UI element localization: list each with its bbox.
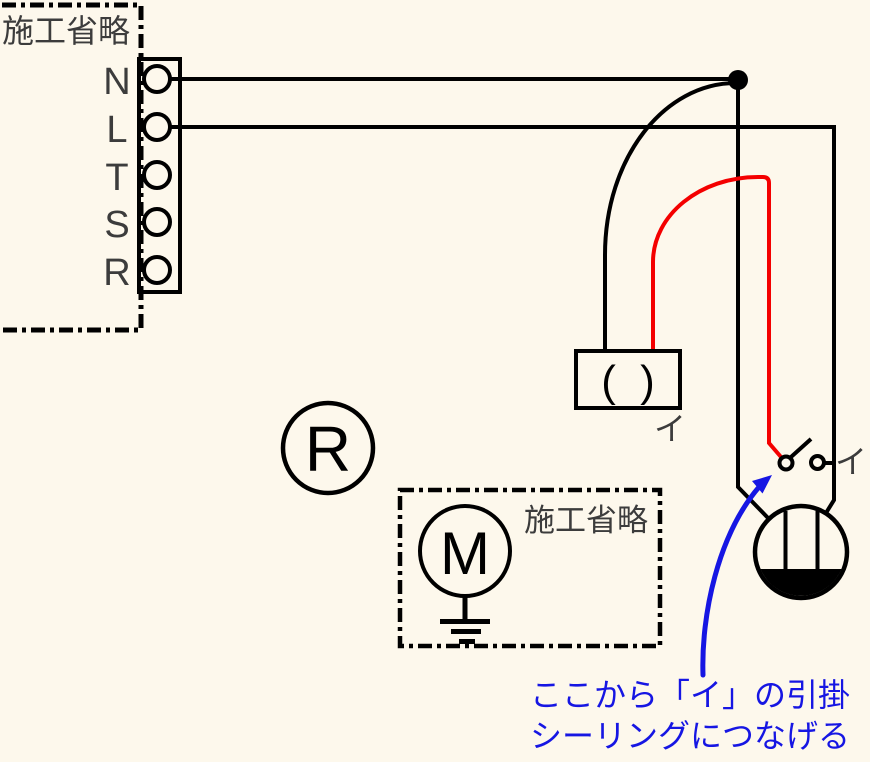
terminal-circle-r [142, 255, 172, 285]
terminal-label-s: S [104, 204, 129, 246]
lamp-receptacle-letter: R [305, 413, 351, 485]
ceiling-light-bars [783, 511, 820, 569]
terminal-label-l: L [106, 109, 127, 151]
junction-to-rose-wire [603, 81, 737, 351]
ceiling-rose-box [574, 349, 682, 410]
terminal-circle-s [142, 207, 172, 237]
terminal-circle-t [142, 160, 172, 190]
terminal-label-n: N [103, 61, 130, 103]
ground-symbol [440, 596, 490, 644]
ceiling-rose-circuit-label: イ [654, 411, 686, 447]
red-switch-wire [651, 175, 783, 459]
ceiling-light-symbol [752, 503, 850, 601]
annotation-text-line2: シーリングにつなげる [530, 718, 850, 754]
annotation-arrow-shaft [700, 484, 762, 678]
annotation-arrowhead-icon [752, 475, 772, 494]
construction-omitted-box-motor [397, 487, 663, 649]
terminal-circle-l [142, 112, 172, 142]
motor-letter: M [440, 520, 490, 587]
lamp-receptacle-circle [280, 400, 376, 496]
terminal-label-t: T [105, 157, 128, 199]
live-wire-to-light [169, 125, 836, 515]
terminal-label-r: R [103, 252, 130, 294]
terminal-block [137, 57, 182, 294]
switch-contact-left [777, 454, 795, 472]
ceiling-light-filled-segment [760, 569, 842, 596]
junction-dot [728, 70, 748, 90]
source-omitted-label: 施工省略 [2, 13, 130, 49]
junction-to-light-wire [736, 80, 771, 521]
switch-lever [789, 437, 813, 459]
switch-circuit-label: イ [835, 444, 867, 480]
terminal-circle-n [142, 64, 172, 94]
ceiling-rose-symbol: ( ) [601, 357, 661, 406]
switch-contact-right [809, 454, 826, 471]
motor-omitted-label: 施工省略 [524, 503, 648, 538]
annotation-text-line1: ここから「イ」の引掛 [530, 677, 850, 713]
